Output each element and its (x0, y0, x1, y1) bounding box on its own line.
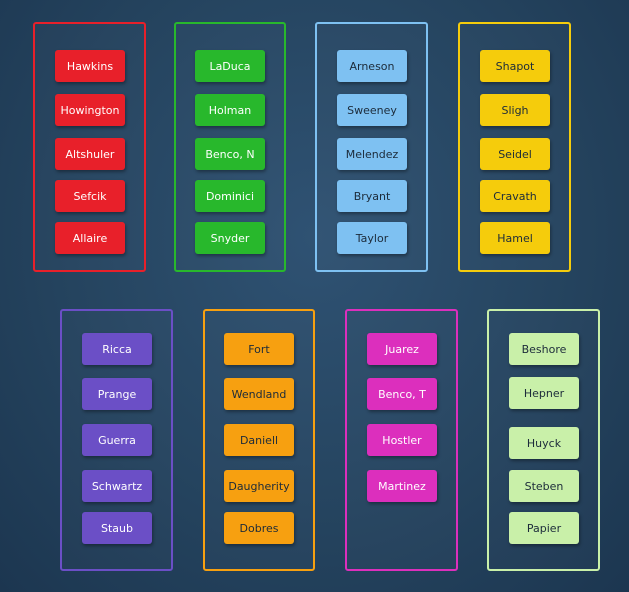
name-card-taylor[interactable]: Taylor (337, 222, 407, 254)
group-yellow: Shapot Sligh Seidel Cravath Hamel (458, 22, 571, 272)
group-light-green: Beshore Hepner Huyck Steben Papier (487, 309, 600, 571)
group-light-blue: Arneson Sweeney Melendez Bryant Taylor (315, 22, 428, 272)
name-card-daugherity[interactable]: Daugherity (224, 470, 294, 502)
name-card-wendland[interactable]: Wendland (224, 378, 294, 410)
name-card-ricca[interactable]: Ricca (82, 333, 152, 365)
name-card-prange[interactable]: Prange (82, 378, 152, 410)
name-card-hepner[interactable]: Hepner (509, 377, 579, 409)
name-card-martinez[interactable]: Martinez (367, 470, 437, 502)
name-card-seidel[interactable]: Seidel (480, 138, 550, 170)
name-card-guerra[interactable]: Guerra (82, 424, 152, 456)
name-card-sweeney[interactable]: Sweeney (337, 94, 407, 126)
name-card-bryant[interactable]: Bryant (337, 180, 407, 212)
name-card-beshore[interactable]: Beshore (509, 333, 579, 365)
name-card-howington[interactable]: Howington (55, 94, 125, 126)
group-green: LaDuca Holman Benco, N Dominici Snyder (174, 22, 286, 272)
name-card-dobres[interactable]: Dobres (224, 512, 294, 544)
name-card-holman[interactable]: Holman (195, 94, 265, 126)
name-card-hamel[interactable]: Hamel (480, 222, 550, 254)
name-card-fort[interactable]: Fort (224, 333, 294, 365)
name-card-steben[interactable]: Steben (509, 470, 579, 502)
name-card-staub[interactable]: Staub (82, 512, 152, 544)
name-card-sefcik[interactable]: Sefcik (55, 180, 125, 212)
name-card-sligh[interactable]: Sligh (480, 94, 550, 126)
name-card-hawkins[interactable]: Hawkins (55, 50, 125, 82)
name-card-daniell[interactable]: Daniell (224, 424, 294, 456)
name-card-benco-t[interactable]: Benco, T (367, 378, 437, 410)
name-card-altshuler[interactable]: Altshuler (55, 138, 125, 170)
name-card-papier[interactable]: Papier (509, 512, 579, 544)
name-card-benco-n[interactable]: Benco, N (195, 138, 265, 170)
group-magenta: Juarez Benco, T Hostler Martinez (345, 309, 458, 571)
name-card-dominici[interactable]: Dominici (195, 180, 265, 212)
name-card-juarez[interactable]: Juarez (367, 333, 437, 365)
name-card-allaire[interactable]: Allaire (55, 222, 125, 254)
name-card-shapot[interactable]: Shapot (480, 50, 550, 82)
name-card-snyder[interactable]: Snyder (195, 222, 265, 254)
name-card-laduca[interactable]: LaDuca (195, 50, 265, 82)
name-card-melendez[interactable]: Melendez (337, 138, 407, 170)
name-card-cravath[interactable]: Cravath (480, 180, 550, 212)
name-card-arneson[interactable]: Arneson (337, 50, 407, 82)
group-purple: Ricca Prange Guerra Schwartz Staub (60, 309, 173, 571)
name-card-schwartz[interactable]: Schwartz (82, 470, 152, 502)
name-card-huyck[interactable]: Huyck (509, 427, 579, 459)
group-red: Hawkins Howington Altshuler Sefcik Allai… (33, 22, 146, 272)
name-card-hostler[interactable]: Hostler (367, 424, 437, 456)
group-orange: Fort Wendland Daniell Daugherity Dobres (203, 309, 315, 571)
